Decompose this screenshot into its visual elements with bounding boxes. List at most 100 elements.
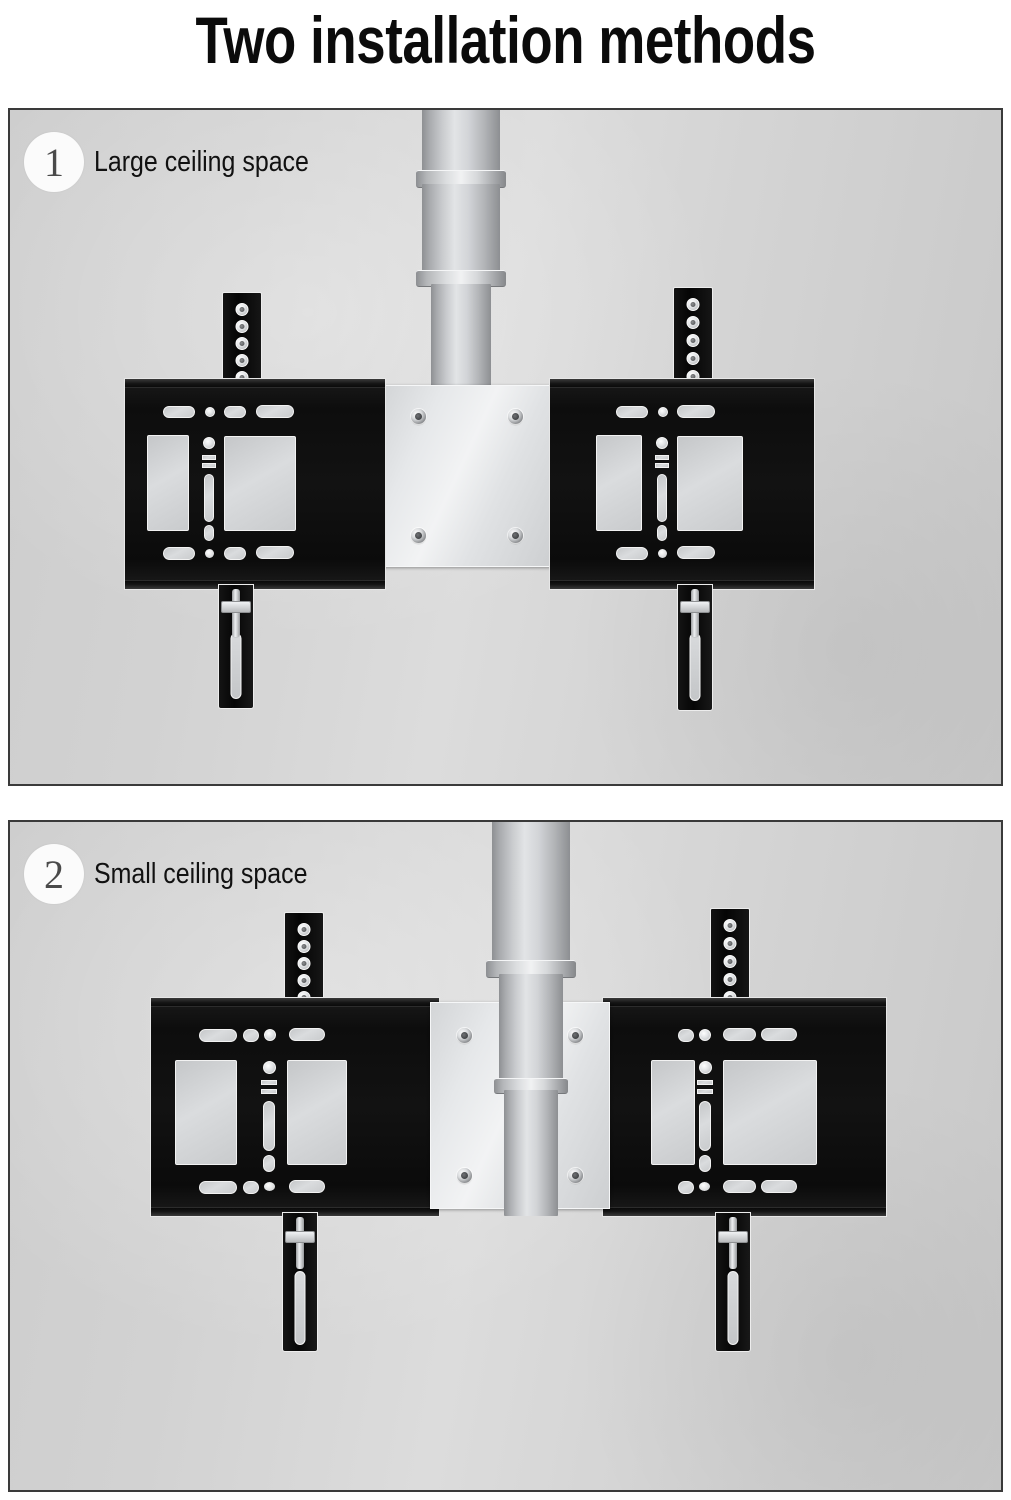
bracket-slot-long: [657, 474, 667, 522]
arm-bolt: [232, 589, 240, 637]
tab-hole: [686, 316, 700, 329]
bracket-slot: [224, 547, 246, 560]
bracket-slot: [723, 1180, 756, 1193]
step-label: Large ceiling space: [94, 145, 309, 178]
bracket-slot: [199, 1181, 237, 1194]
bracket-hole: [656, 437, 668, 449]
step-number-circle: 1: [24, 132, 84, 192]
hex-bolt: [568, 1028, 583, 1043]
bracket-slot: [289, 1028, 325, 1041]
arm-slot: [689, 633, 701, 701]
bracket-slot: [657, 525, 667, 541]
tv-mount-bracket-right: [549, 378, 815, 590]
arm-slot: [727, 1271, 739, 1345]
vesa-mounting-plate: [383, 385, 551, 567]
tab-hole: [723, 973, 737, 986]
arm-slot: [230, 633, 242, 699]
arm-bolt: [729, 1217, 737, 1269]
tab-hole: [297, 940, 311, 953]
pole-segment-upper: [492, 822, 570, 964]
vertical-mounting-tab-right: [710, 908, 750, 1007]
bracket-slot: [243, 1029, 259, 1042]
bracket-slot: [723, 1028, 756, 1041]
tab-hole: [723, 919, 737, 932]
pole-segment-middle: [499, 974, 563, 1084]
bracket-hole: [205, 407, 215, 417]
bracket-cutout: [147, 435, 189, 531]
bracket-lip-top: [603, 998, 886, 1007]
bracket-slot: [677, 405, 715, 418]
tab-hole: [297, 974, 311, 987]
bracket-slot: [204, 525, 214, 541]
bracket-notch: [202, 455, 216, 460]
bracket-slot-long: [699, 1101, 711, 1151]
arm-clip: [718, 1231, 748, 1243]
bracket-hole: [263, 1061, 276, 1074]
tab-hole: [686, 352, 700, 365]
tilt-adjustment-arm-left: [218, 584, 254, 709]
bracket-lip-bottom: [603, 1207, 886, 1216]
hex-bolt: [568, 1168, 583, 1183]
bracket-slot: [224, 406, 246, 418]
pole-segment-lower: [504, 1090, 558, 1216]
tilt-adjustment-arm-right: [677, 584, 713, 711]
bracket-dot: [264, 1182, 275, 1191]
vertical-mounting-tab-left: [284, 912, 324, 1007]
bracket-slot: [256, 405, 294, 418]
bracket-dot: [205, 549, 214, 558]
step-number-circle: 2: [24, 844, 84, 904]
bracket-slot: [616, 547, 648, 560]
arm-slot: [294, 1271, 306, 1345]
bracket-slot-long: [263, 1101, 275, 1151]
installation-method-large-ceiling: 1 Large ceiling space: [8, 108, 1003, 786]
hex-bolt: [508, 409, 523, 424]
hex-bolt: [411, 528, 426, 543]
bracket-slot: [678, 1181, 694, 1194]
tilt-adjustment-arm-right: [715, 1212, 751, 1352]
bracket-cutout: [224, 436, 296, 531]
bracket-slot: [243, 1181, 259, 1194]
bracket-slot: [616, 406, 648, 418]
bracket-notch: [655, 463, 669, 468]
bracket-dot: [658, 549, 667, 558]
bracket-notch: [261, 1089, 277, 1094]
pole-segment-lower: [431, 284, 491, 392]
vertical-mounting-tab-left: [222, 292, 262, 390]
bracket-lip-bottom: [151, 1207, 439, 1216]
tab-hole: [297, 957, 311, 970]
bracket-notch: [655, 455, 669, 460]
tab-hole: [235, 337, 249, 350]
arm-clip: [221, 601, 251, 613]
bracket-slot: [163, 406, 195, 418]
tab-hole: [235, 303, 249, 316]
bracket-notch: [697, 1089, 713, 1094]
tilt-adjustment-arm-left: [282, 1212, 318, 1352]
bracket-notch: [697, 1080, 713, 1085]
arm-bolt: [296, 1217, 304, 1269]
bracket-hole: [203, 437, 215, 449]
tv-mount-bracket-left: [124, 378, 386, 590]
bracket-cutout: [287, 1060, 347, 1165]
tv-mount-bracket-right: [602, 997, 887, 1217]
installation-method-small-ceiling: 2 Small ceiling space: [8, 820, 1003, 1492]
bracket-cutout: [175, 1060, 237, 1165]
bracket-lip-bottom: [125, 580, 385, 589]
pole-segment-middle: [422, 184, 500, 276]
step-badge-2: 2 Small ceiling space: [24, 844, 342, 904]
step-label: Small ceiling space: [94, 857, 308, 890]
bracket-slot: [263, 1155, 275, 1172]
hex-bolt: [457, 1168, 472, 1183]
tab-hole: [686, 334, 700, 347]
bracket-slot: [699, 1155, 711, 1172]
step-badge-1: 1 Large ceiling space: [24, 132, 344, 192]
hex-bolt: [411, 409, 426, 424]
bracket-slot: [163, 547, 195, 560]
bracket-hole: [264, 1029, 276, 1041]
arm-bolt: [691, 589, 699, 637]
bracket-cutout: [596, 435, 642, 531]
bracket-slot: [199, 1029, 237, 1042]
arm-clip: [285, 1231, 315, 1243]
bracket-slot: [256, 546, 294, 559]
tab-hole: [235, 354, 249, 367]
bracket-lip-top: [125, 379, 385, 388]
